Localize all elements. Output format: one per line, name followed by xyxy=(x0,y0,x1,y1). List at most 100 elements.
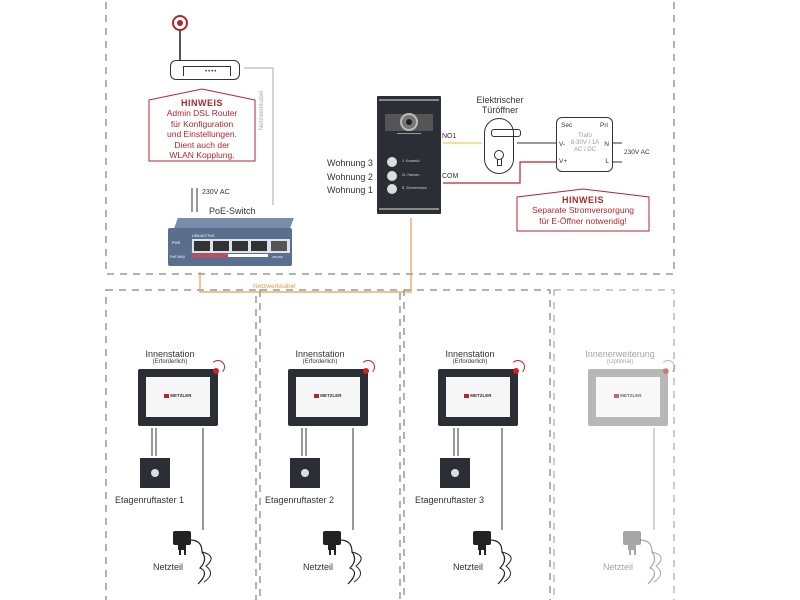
unit-subtitle: (Erforderlich) xyxy=(452,359,488,365)
brand-logo: METZLER xyxy=(614,393,642,398)
switch-port[interactable] xyxy=(213,241,229,251)
router-hint-line: und Einstellungen. xyxy=(167,129,237,139)
trafo-spec: 8-30V / 1A xyxy=(570,140,600,146)
switch-port[interactable] xyxy=(194,241,210,251)
bell-button-1[interactable] xyxy=(387,184,397,194)
indoor-monitor[interactable]: METZLER xyxy=(438,369,518,426)
network-cable xyxy=(199,218,412,293)
router-hint-line: für Konfiguration xyxy=(170,118,234,129)
transformer: Sec Pri V- V+ N L Trafo 8-30V / 1A AC / … xyxy=(556,117,613,172)
switch-port[interactable] xyxy=(232,241,248,251)
wifi-icon xyxy=(211,360,225,374)
unit-title: Innenstation xyxy=(145,349,195,359)
unit-title: Innenstation xyxy=(295,349,345,359)
power-cable-icon xyxy=(639,539,662,585)
n-label: N xyxy=(604,141,609,148)
floor-call-button[interactable] xyxy=(140,458,170,488)
bell-button-3[interactable] xyxy=(387,157,397,167)
trafo-title: Trafo xyxy=(578,133,592,139)
psu-label: Netzteil xyxy=(452,562,483,572)
power-cable-icon xyxy=(489,539,512,585)
wifi-signal-icon xyxy=(172,15,188,31)
switch-power-label: 230V AC xyxy=(202,189,230,196)
unit-connections xyxy=(151,428,503,530)
psu-label: Netzteil xyxy=(152,562,183,572)
switch-port[interactable] xyxy=(251,241,267,251)
com-wire xyxy=(443,161,556,184)
unit-frame-3 xyxy=(403,289,551,600)
indoor-monitor[interactable]: METZLER xyxy=(288,369,368,426)
door-opener-title: Elektrischer Türöffner xyxy=(476,95,524,115)
top-section-frame xyxy=(105,0,675,275)
apartment-label: Wohnung 1 xyxy=(327,185,373,195)
unit-frame-1 xyxy=(105,289,257,600)
router-cable-label: Netzwerkkabel xyxy=(259,90,265,130)
indoor-monitor[interactable]: METZLER xyxy=(138,369,218,426)
unit-subtitle: (Erforderlich) xyxy=(152,359,188,365)
apartment-label: Wohnung 3 xyxy=(327,158,373,168)
brand-logo: METZLER xyxy=(314,393,342,398)
switch-port-label: PoE xyxy=(208,234,215,238)
v-minus-label: V- xyxy=(559,141,566,148)
terminal-com: COM xyxy=(442,173,459,180)
bell-button-2[interactable] xyxy=(387,171,397,181)
router-icon: •••• xyxy=(170,60,240,80)
monitor-screen[interactable] xyxy=(296,377,360,417)
switch-label: PoE-Switch xyxy=(209,206,256,216)
wifi-icon xyxy=(361,360,375,374)
floor-call-button[interactable] xyxy=(290,458,320,488)
apartment-label: Wohnung 2 xyxy=(327,172,373,182)
power-hint-line: für E-Öffner notwendig! xyxy=(539,215,627,226)
wifi-icon xyxy=(661,360,675,374)
floor-call-label: Etagenruftaster 1 xyxy=(115,495,185,505)
camera-icon xyxy=(400,113,418,131)
unit-frame-4 xyxy=(553,289,675,600)
unit-subtitle: (Erforderlich) xyxy=(302,359,338,365)
indoor-monitor[interactable]: METZLER xyxy=(588,369,668,426)
unit-title: Innenerweiterung xyxy=(585,349,655,359)
monitor-screen[interactable] xyxy=(446,377,510,417)
psu-label: Netzteil xyxy=(302,562,333,572)
floor-call-label: Etagenruftaster 2 xyxy=(265,495,335,505)
monitor-screen[interactable] xyxy=(146,377,210,417)
router-cable xyxy=(244,67,274,205)
switch-port-label: UPLINK xyxy=(272,255,283,259)
monitor-screen[interactable] xyxy=(596,377,660,417)
sec-label: Sec xyxy=(561,122,573,129)
outdoor-station: J. Kowalski Dr. Hansen B. Zimmermann xyxy=(377,96,441,214)
name-tag: B. Zimmermann xyxy=(402,186,427,190)
power-hint-line: Separate Stromversorgung xyxy=(531,205,635,215)
psu-label: Netzteil xyxy=(602,562,633,572)
network-cable-label: Netzwerkkabel xyxy=(253,283,296,290)
l-label: L xyxy=(605,158,609,165)
power-adapter-icon xyxy=(473,531,499,557)
power-hint-box: HINWEIS Separate Stromversorgung für E-Ö… xyxy=(516,188,650,232)
unit-frame-2 xyxy=(259,289,401,600)
switch-port-label: PoE MAX xyxy=(170,255,186,259)
router-hint-line: WLAN Kopplung. xyxy=(169,150,235,160)
brand-logo: METZLER xyxy=(464,393,492,398)
power-hint-title: HINWEIS xyxy=(561,195,604,205)
poe-switch: LINK/ACT PoE PWR PoE MAX UPLINK xyxy=(168,218,294,270)
brand-logo: METZLER xyxy=(164,393,192,398)
power-cable-icon xyxy=(339,539,362,585)
switch-port-label: PWR xyxy=(172,241,181,245)
v-plus-label: V+ xyxy=(559,158,568,165)
mains-label: 230V AC xyxy=(624,149,650,156)
unit-title: Innenstation xyxy=(445,349,495,359)
terminal-no1: NO1 xyxy=(442,133,457,140)
router-hint-title: HINWEIS xyxy=(180,98,223,108)
switch-uplink-port[interactable] xyxy=(271,241,287,251)
power-adapter-icon xyxy=(323,531,349,557)
switch-port-label: LINK/ACT xyxy=(192,234,208,238)
router-hint-box: HINWEIS Admin DSL Router für Konfigurati… xyxy=(148,88,256,162)
router: •••• xyxy=(170,10,246,80)
unit-subtitle: (Optional) xyxy=(606,359,634,365)
floor-call-label: Etagenruftaster 3 xyxy=(415,495,485,505)
power-adapter-icon xyxy=(623,531,649,557)
name-tag: Dr. Hansen xyxy=(402,173,420,177)
router-hint-line: Dient auch der xyxy=(174,139,230,150)
floor-call-button[interactable] xyxy=(440,458,470,488)
wifi-icon xyxy=(511,360,525,374)
